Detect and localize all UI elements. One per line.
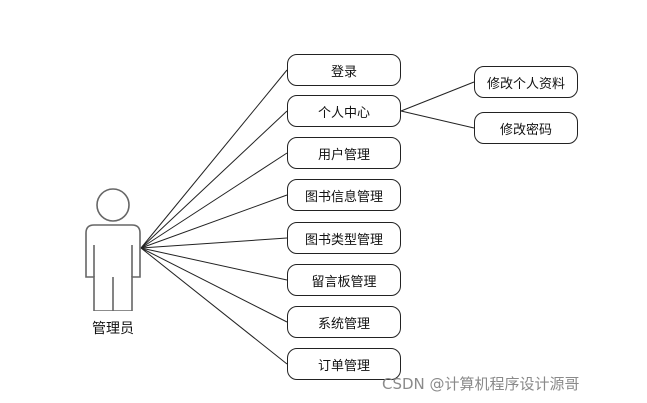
sub-case-edit-profile: 修改个人资料 <box>474 66 578 98</box>
link-system-management <box>140 247 288 323</box>
use-case-message-board-management: 留言板管理 <box>287 264 401 296</box>
use-case-label: 留言板管理 <box>311 274 377 290</box>
sub-case-label: 修改密码 <box>499 122 552 138</box>
link-edit-profile <box>400 81 475 112</box>
use-case-system-management: 系统管理 <box>287 306 401 338</box>
link-personal-center <box>140 110 288 249</box>
use-case-order-management: 订单管理 <box>287 348 401 380</box>
link-login <box>140 69 288 249</box>
use-case-label: 图书信息管理 <box>304 189 383 205</box>
use-case-book-info-management: 图书信息管理 <box>287 179 401 211</box>
use-case-label: 登录 <box>330 64 357 80</box>
link-book-info-management <box>140 194 288 249</box>
actor-label: 管理员 <box>92 321 134 337</box>
use-case-book-type-management: 图书类型管理 <box>287 222 401 254</box>
link-order-management <box>140 247 288 365</box>
link-user-management <box>140 152 288 249</box>
watermark-text: CSDN @计算机程序设计源哥 <box>382 375 580 393</box>
actor-figure <box>85 188 141 311</box>
use-case-label: 用户管理 <box>317 147 370 163</box>
use-case-login: 登录 <box>287 54 401 86</box>
use-case-label: 图书类型管理 <box>304 232 383 248</box>
link-book-type-management <box>140 237 288 249</box>
use-case-label: 订单管理 <box>317 358 370 374</box>
link-message-board-management <box>140 247 288 281</box>
use-case-label: 系统管理 <box>317 316 370 332</box>
sub-case-change-password: 修改密码 <box>474 112 578 144</box>
sub-case-label: 修改个人资料 <box>486 76 565 92</box>
link-change-password <box>400 110 475 129</box>
use-case-personal-center: 个人中心 <box>287 95 401 127</box>
use-case-label: 个人中心 <box>317 105 370 121</box>
use-case-user-management: 用户管理 <box>287 137 401 169</box>
